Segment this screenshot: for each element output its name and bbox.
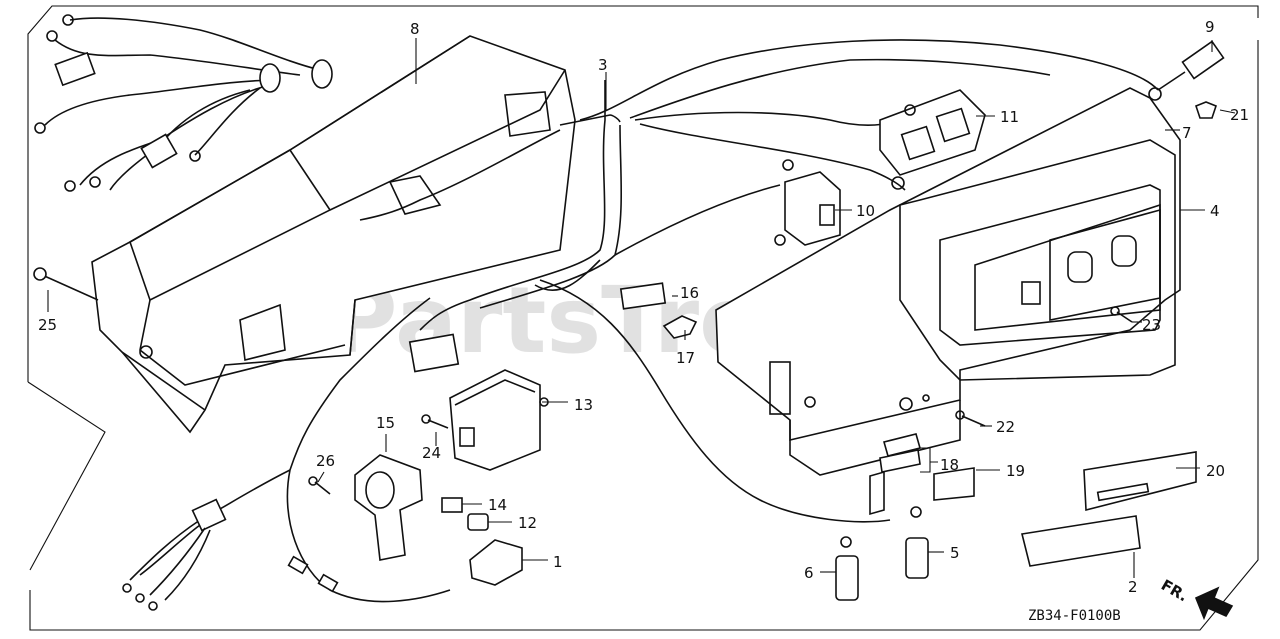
leader-lines bbox=[47, 38, 1236, 578]
part-10-breaker bbox=[774, 159, 841, 246]
callout-3: 3 bbox=[598, 56, 608, 74]
callout-10: 10 bbox=[856, 202, 875, 220]
callout-21: 21 bbox=[1230, 106, 1249, 124]
callout-26: 26 bbox=[316, 452, 335, 470]
callout-14: 14 bbox=[488, 496, 507, 514]
front-label: FR. bbox=[1158, 576, 1191, 605]
callout-5: 5 bbox=[950, 544, 960, 562]
callout-9: 9 bbox=[1205, 18, 1215, 36]
part-14-clip bbox=[441, 497, 463, 513]
callout-16: 16 bbox=[680, 284, 699, 302]
callout-13: 13 bbox=[574, 396, 593, 414]
callout-25: 25 bbox=[38, 316, 57, 334]
part-11-receptacle bbox=[879, 89, 986, 190]
assembly-outline bbox=[27, 5, 1259, 631]
callout-11: 11 bbox=[1000, 108, 1019, 126]
part-6-terminal bbox=[835, 536, 859, 601]
connector-block bbox=[408, 333, 460, 373]
part-5-terminal bbox=[905, 506, 929, 579]
callout-24: 24 bbox=[422, 444, 441, 462]
callout-1: 1 bbox=[553, 553, 563, 571]
callout-22: 22 bbox=[996, 418, 1015, 436]
part-15-bracket bbox=[354, 454, 423, 561]
callout-19: 19 bbox=[1006, 462, 1025, 480]
callout-23: 23 bbox=[1142, 316, 1161, 334]
part-12-block bbox=[467, 513, 489, 531]
part-17-lamp bbox=[662, 315, 698, 339]
callout-6: 6 bbox=[804, 564, 814, 582]
callout-12: 12 bbox=[518, 514, 537, 532]
harness-connectors-left bbox=[34, 14, 333, 192]
labels bbox=[869, 433, 1197, 567]
harness-connectors-lower-left bbox=[122, 498, 339, 611]
control-panel bbox=[715, 87, 1181, 476]
callout-20: 20 bbox=[1206, 462, 1225, 480]
part-13-module bbox=[449, 369, 549, 471]
wire-harness bbox=[129, 39, 1159, 603]
callout-4: 4 bbox=[1210, 202, 1220, 220]
callout-15: 15 bbox=[376, 414, 395, 432]
callout-18: 18 bbox=[940, 456, 959, 474]
callout-2: 2 bbox=[1128, 578, 1138, 596]
front-arrow-icon bbox=[1194, 586, 1234, 621]
part-1-relay bbox=[469, 539, 523, 586]
screws bbox=[33, 267, 1133, 495]
callout-8: 8 bbox=[410, 20, 420, 38]
part-21-grommet bbox=[1195, 101, 1217, 119]
callout-7: 7 bbox=[1182, 124, 1192, 142]
callout-17: 17 bbox=[676, 349, 695, 367]
control-box-housing bbox=[91, 35, 576, 434]
part-9-plug bbox=[1148, 40, 1225, 101]
part-16-switch bbox=[619, 282, 667, 310]
diagram-code: ZB34-F0100B bbox=[1028, 608, 1121, 624]
